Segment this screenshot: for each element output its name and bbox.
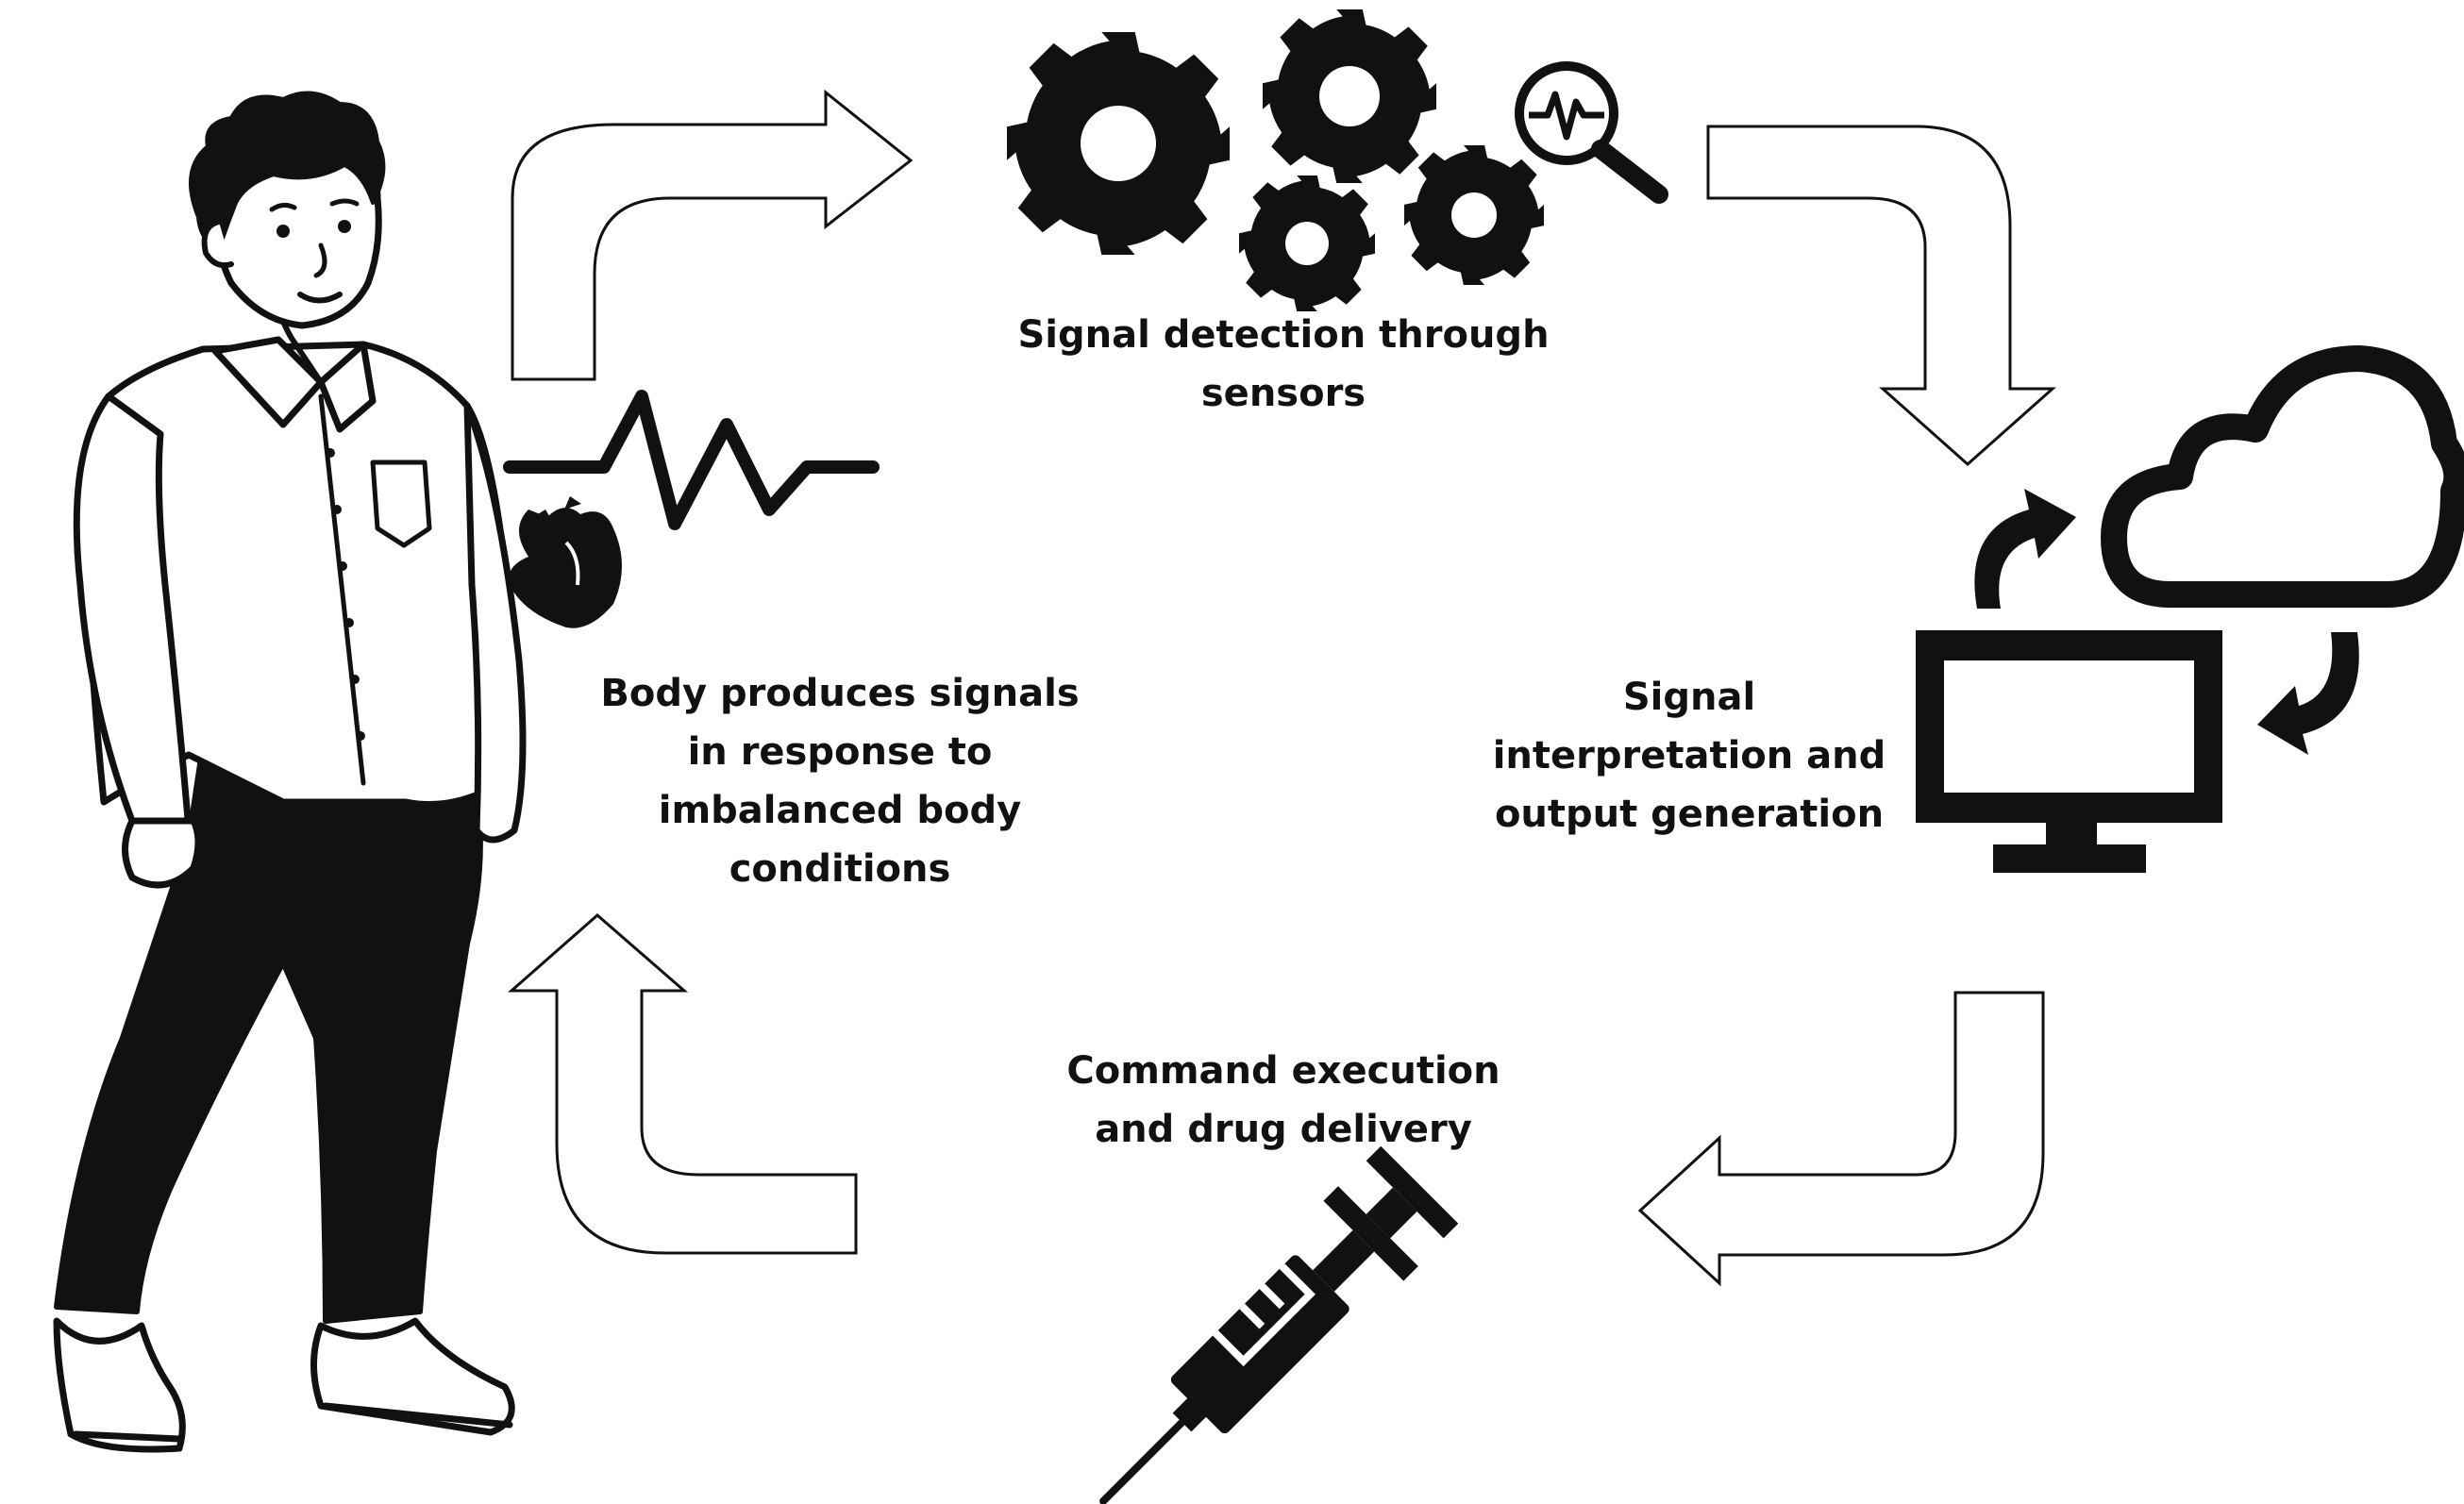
step-label-line: and drug delivery bbox=[1095, 1108, 1472, 1151]
pulse-wave-icon bbox=[503, 390, 880, 530]
step-label-line: interpretation and bbox=[1492, 734, 1886, 777]
magnifier-signal-icon bbox=[1515, 61, 1668, 204]
monitor-icon bbox=[1916, 630, 2222, 873]
step-label-line: Signal bbox=[1622, 676, 1756, 719]
cloud-icon bbox=[2101, 345, 2464, 608]
syringe-icon bbox=[1099, 1145, 1459, 1504]
step-label-line: Signal detection through bbox=[1017, 313, 1550, 357]
step-label-line: conditions bbox=[729, 847, 951, 891]
cycle-arrow-icon bbox=[508, 89, 2056, 1287]
step-label-line: Body produces signals bbox=[600, 672, 1080, 715]
step-label-signal-interpretation: Signal interpretation and output generat… bbox=[1444, 668, 1935, 844]
step-label-line: Command execution bbox=[1066, 1049, 1500, 1093]
step-label-command-execution: Command execution and drug delivery bbox=[1010, 1042, 1557, 1159]
gears-icon bbox=[1007, 8, 1544, 311]
step-label-body-signals: Body produces signals in response to imb… bbox=[528, 664, 1151, 898]
step-label-line: output generation bbox=[1494, 793, 1885, 836]
step-label-line: sensors bbox=[1200, 372, 1366, 415]
step-label-line: imbalanced body bbox=[658, 789, 1022, 832]
person-illustration bbox=[53, 91, 527, 1453]
step-label-signal-detection: Signal detection through sensors bbox=[953, 306, 1614, 423]
sync-arrows-icon bbox=[1974, 489, 2359, 755]
heart-icon bbox=[509, 496, 622, 628]
step-label-line: in response to bbox=[687, 730, 993, 774]
